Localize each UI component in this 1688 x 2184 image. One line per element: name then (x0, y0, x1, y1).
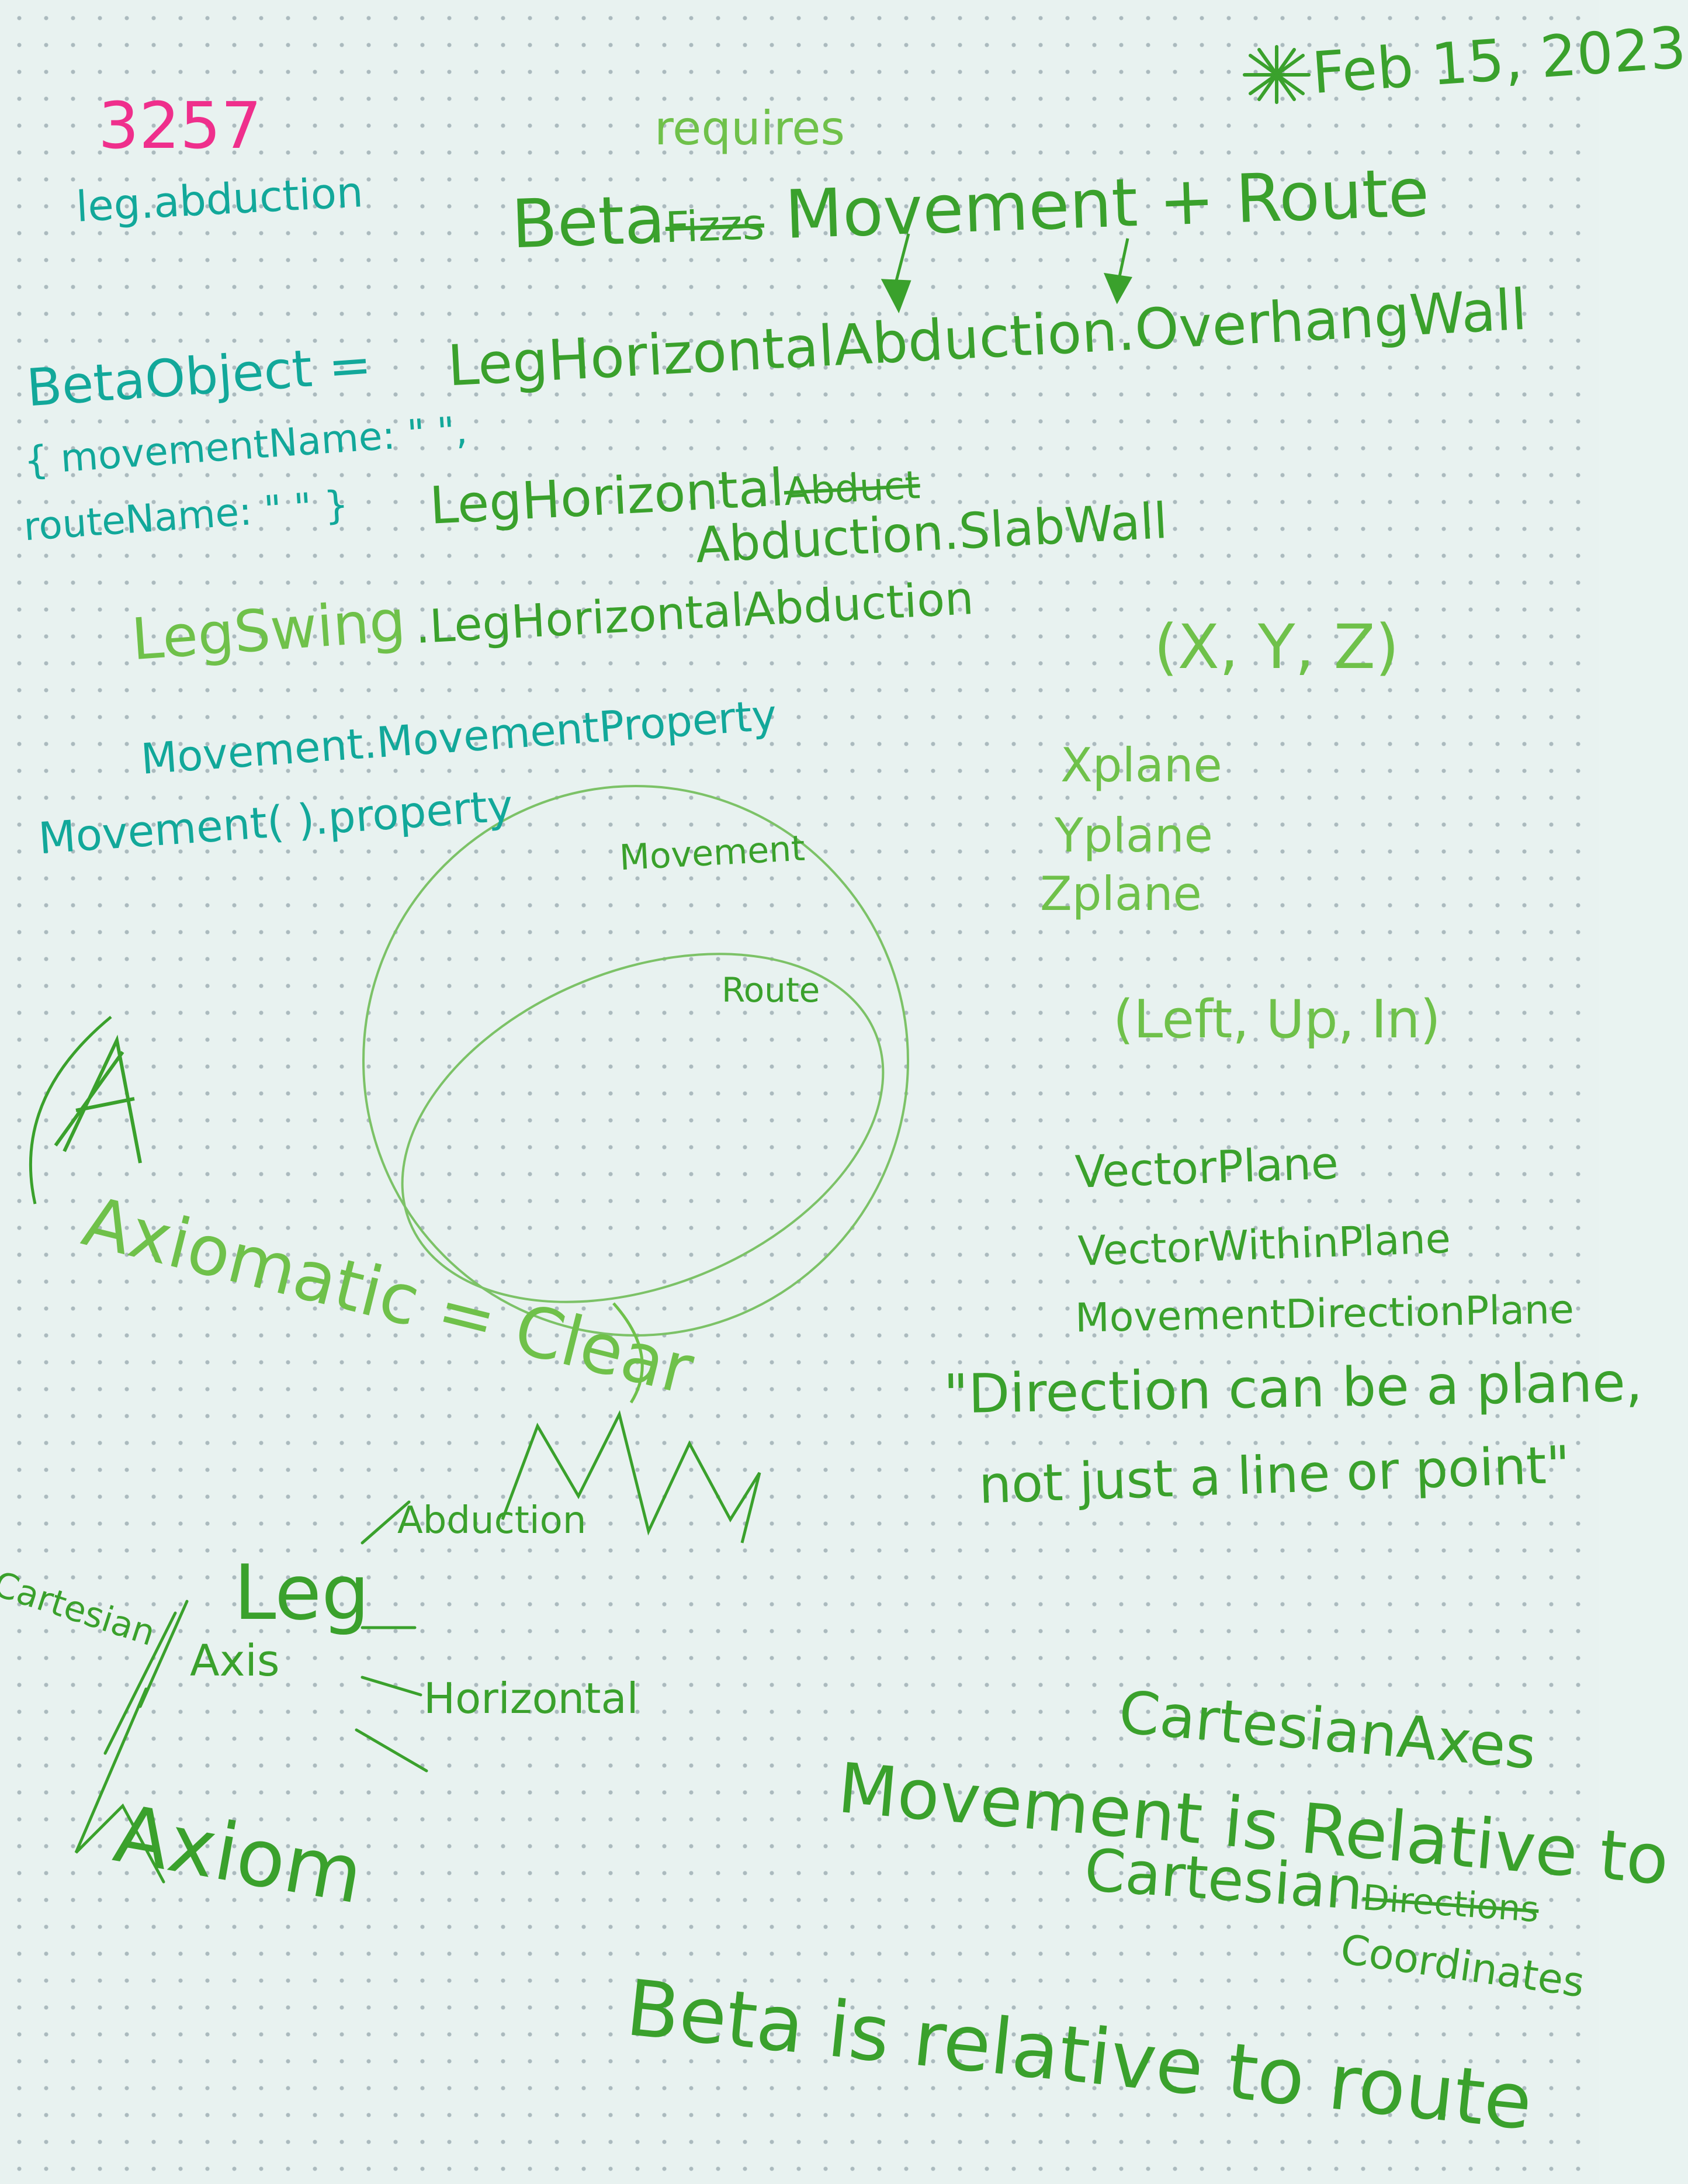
leg-axis-label: Axis (190, 1636, 280, 1686)
sketch-layer (29, 45, 1311, 1884)
route-oval-label: Route (722, 970, 820, 1010)
leg-center-label: Leg (234, 1548, 370, 1637)
leg-abduction-label: Abduction (397, 1499, 587, 1542)
arrow-to-movement (881, 233, 911, 314)
main-crossed: Fizzs (664, 199, 765, 252)
ink-scribble (501, 1410, 761, 1543)
axiom-paren-left (29, 1016, 112, 1205)
xyz-triple: (X, Y, Z) (1154, 611, 1399, 683)
main-beta: Beta (510, 180, 667, 264)
vector-plane: VectorPlane (1074, 1137, 1340, 1198)
leg-diagram-lines (74, 1500, 428, 1884)
z-plane: Zplane (1040, 867, 1202, 921)
axiom-a-scribble (54, 1034, 142, 1164)
direction-triple: (Left, Up, In) (1113, 989, 1441, 1050)
movement-oval-label: Movement (618, 828, 806, 879)
arrow-to-route (1103, 238, 1132, 304)
star-icon (1243, 45, 1311, 104)
vector-within-plane: VectorWithinPlane (1077, 1214, 1452, 1276)
requires-word: requires (654, 101, 845, 155)
y-plane: Yplane (1055, 808, 1213, 863)
note-number: 3257 (98, 88, 262, 163)
x-plane: Xplane (1060, 738, 1222, 792)
axiom-paren-right (612, 1302, 644, 1404)
quote-line1: "Direction can be a plane, (943, 1351, 1643, 1426)
notebook-page (0, 0, 1599, 2184)
leg-horizontal-label: Horizontal (424, 1674, 639, 1723)
movement-direction-plane: MovementDirectionPlane (1075, 1286, 1575, 1342)
route-oval (401, 953, 885, 1303)
